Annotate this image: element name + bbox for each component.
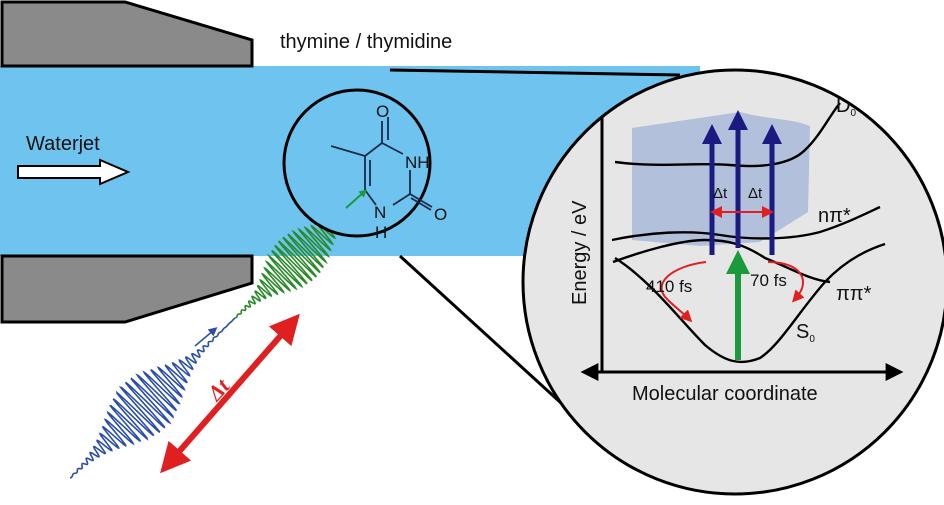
probe-pulse [69,317,236,479]
state-npi-label: nπ* [818,205,851,227]
state-pipi-label: ππ* [836,283,872,305]
npi-curve [611,205,881,242]
relax-arrow-70 [767,261,805,303]
state-s0-label: S0 [796,321,815,345]
atom-n-lower: N [374,203,386,222]
energy-diagram-circle [521,68,944,496]
delay-right-label: Δt [748,185,763,202]
delay-double-arrow [160,313,300,474]
ionization-band [632,112,810,246]
y-axis-label: Energy / eV [569,200,591,305]
s0-curve [614,242,886,364]
delay-label: Δt [202,373,235,406]
atom-o-right: O [434,205,447,224]
time-410-label: 410 fs [646,277,692,296]
thymine-structure [330,117,433,211]
title: thymine / thymidine [280,31,452,53]
d0-curve [614,102,841,168]
energy-diagram: Δt Δt 410 fs 70 fs D0 nπ* ππ* S0 Energy … [569,88,904,405]
x-axis-label: Molecular coordinate [632,383,818,405]
time-70-label: 70 fs [750,271,787,290]
atom-nh-upper: NH [405,153,430,172]
excitation-arrow-small [345,189,367,209]
nozzle-bottom [0,254,254,324]
nozzle-top [0,0,254,68]
delay-left-label: Δt [713,185,728,202]
waterjet-arrow [17,158,131,186]
waterjet-label: Waterjet [26,133,100,155]
molecule-zoom-circle [282,88,432,238]
relax-arrow-410 [660,261,707,323]
atom-h-lower: H [375,223,387,242]
zoom-line-top [389,68,681,77]
atom-o-top: O [376,102,389,121]
probe-direction-arrow [194,327,218,347]
